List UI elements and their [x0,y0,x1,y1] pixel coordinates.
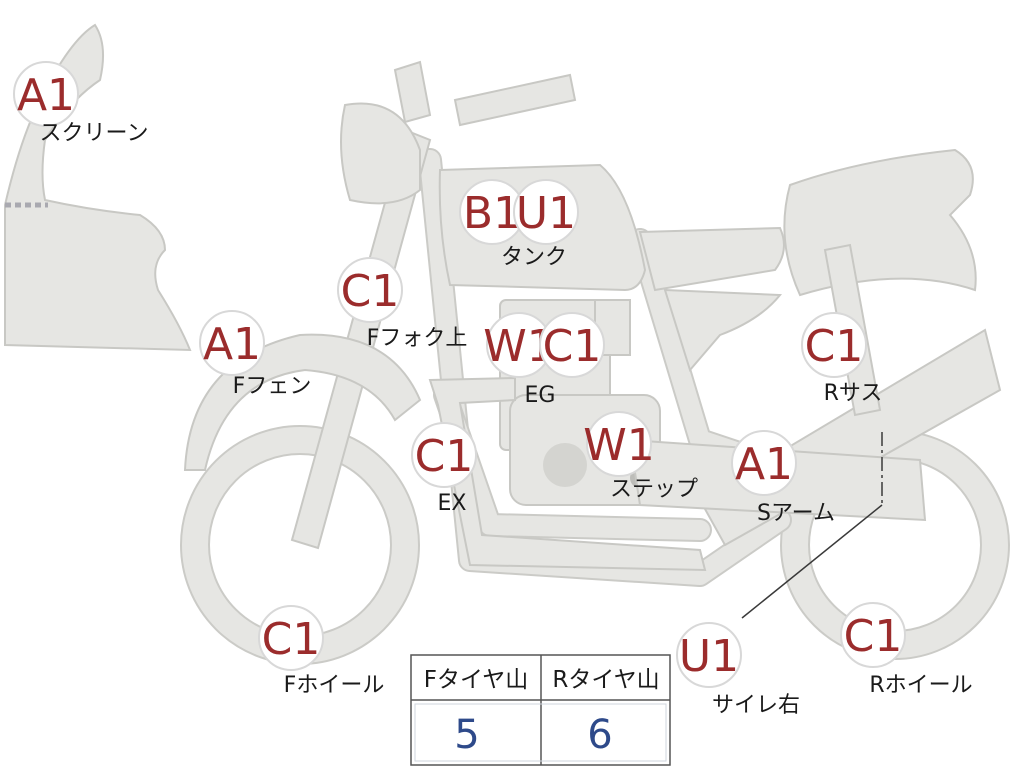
rear-tire-tread-value: 6 [587,712,612,758]
side-cover-shape [663,288,783,373]
damage-code-tank-1: U1 [516,188,576,239]
code-badge-silencer-0 [676,622,742,688]
front-tire-tread-value: 5 [454,712,479,758]
part-label-fwheel: Fホイール [284,673,385,698]
code-badge-step-0 [586,411,652,477]
rear-tire-tread-header: Rタイヤ山 [552,667,659,693]
table-inner-frame [414,703,667,762]
part-annotation-silencer: U1 サイレ右 [676,622,800,718]
damage-code-ffender-0: A1 [203,319,261,370]
damage-code-fwheel-0: C1 [262,614,321,665]
part-label-tank: タンク [501,245,567,270]
headlight-shape [340,102,421,205]
damage-code-silencer-0: U1 [679,631,739,682]
damage-code-screen-0: A1 [17,70,75,121]
part-label-engine: EG [525,383,556,408]
part-label-silencer: サイレ右 [712,693,800,718]
code-badge-screen-0 [13,61,79,127]
damage-code-step-0: W1 [583,420,655,471]
tire-tread-table: Fタイヤ山 Rタイヤ山 5 6 [410,654,671,766]
code-badge-ffender-0 [199,310,265,376]
damage-code-ffork-0: C1 [341,266,400,317]
part-label-rsus: Rサス [824,381,883,406]
damage-code-tank-0: B1 [463,188,521,239]
code-badge-exhaust-0 [411,422,477,488]
code-badge-fwheel-0 [258,605,324,671]
damage-code-rwheel-0: C1 [844,611,903,662]
part-label-sarm: Sアーム [757,501,835,526]
code-badge-tank-1 [513,179,579,245]
part-label-ffender: Fフェン [233,374,312,399]
silencer-leader-diagonal [741,504,883,619]
part-label-exhaust: EX [438,491,467,516]
part-label-step: ステップ [610,477,698,502]
front-tire-tread-header: Fタイヤ山 [424,667,529,693]
code-badge-ffork-0 [337,257,403,323]
tail-shape [783,148,977,297]
damage-code-engine-1: C1 [543,321,602,372]
part-label-screen: スクリーン [40,121,149,146]
part-label-ffork: Fフォク上 [367,326,468,351]
damage-code-sarm-0: A1 [735,439,793,490]
code-badge-rsus-0 [801,312,867,378]
part-annotation-step: W1 ステップ [583,411,698,502]
part-annotations: A1スクリーンB1U1タンクC1Fフォク上A1FフェンW1C1EGC1EXW1ス… [13,61,973,718]
code-badge-sarm-0 [731,430,797,496]
part-label-rwheel: Rホイール [869,673,972,698]
code-badge-rwheel-0 [840,602,906,668]
damage-code-rsus-0: C1 [805,321,864,372]
code-badge-engine-1 [539,312,605,378]
seat-shape [638,226,785,292]
damage-code-exhaust-0: C1 [415,431,474,482]
front-fork-shape [290,60,577,550]
